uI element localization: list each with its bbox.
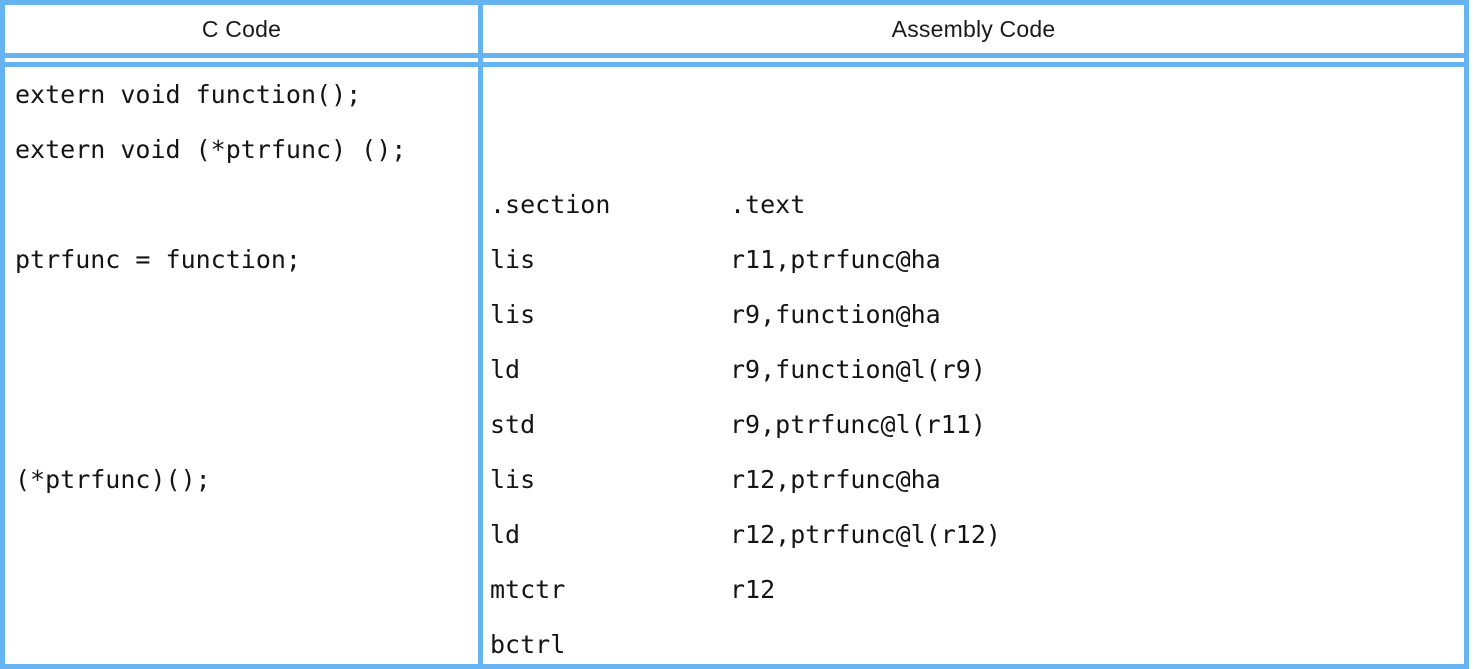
assembly-code-line: ld r12,ptrfunc@l(r12) [483, 507, 1464, 562]
assembly-operands: r12 [730, 575, 776, 604]
assembly-mnemonic: lis [490, 245, 536, 274]
assembly-code-line: lis r12,ptrfunc@ha [483, 452, 1464, 507]
table-body: extern void function(); extern void (*ptr… [0, 64, 1469, 669]
assembly-operands: r12,ptrfunc@ha [730, 465, 941, 494]
assembly-operands: r11,ptrfunc@ha [730, 245, 941, 274]
c-code-line: extern void (*ptrfunc) (); [15, 135, 407, 164]
assembly-code-line: lis r9,function@ha [483, 287, 1464, 342]
c-code-line: extern void function(); [15, 80, 362, 109]
c-code-listing: extern void function(); extern void (*ptr… [5, 67, 478, 664]
assembly-code-line: bctrl [483, 617, 1464, 664]
assembly-mnemonic: .section [490, 190, 611, 219]
cell-c-code: extern void function(); extern void (*ptr… [0, 64, 483, 669]
assembly-mnemonic: lis [490, 465, 536, 494]
assembly-code-line: mtctr r12 [483, 562, 1464, 617]
table-header: C Code Assembly Code [0, 0, 1469, 67]
assembly-operands: r9,ptrfunc@l(r11) [730, 410, 986, 439]
column-header-c-code: C Code [0, 0, 483, 58]
assembly-code-line: .section .text [483, 177, 1464, 232]
table-header-row: C Code Assembly Code [0, 0, 1469, 58]
header-double-rule-left [0, 55, 483, 67]
assembly-code-listing: .section .text lis r11,ptrfunc@ha lis r9,func… [483, 67, 1464, 664]
assembly-mnemonic: std [490, 410, 536, 439]
c-code-line: ptrfunc = function; [15, 245, 301, 274]
assembly-mnemonic: lis [490, 300, 536, 329]
assembly-code-line: lis r11,ptrfunc@ha [483, 232, 1464, 287]
assembly-code-line: ld r9,function@l(r9) [483, 342, 1464, 397]
column-header-c-code-label: C Code [201, 16, 282, 42]
table-row: extern void function(); extern void (*ptr… [0, 64, 1469, 669]
assembly-operands: .text [730, 190, 806, 219]
assembly-code-line: std r9,ptrfunc@l(r11) [483, 397, 1464, 452]
column-header-assembly-code: Assembly Code [478, 0, 1469, 58]
header-double-rule [0, 55, 1469, 67]
assembly-operands: r12,ptrfunc@l(r12) [730, 520, 1001, 549]
assembly-mnemonic: ld [490, 355, 521, 384]
assembly-operands: r9,function@l(r9) [730, 355, 986, 384]
column-header-assembly-code-label: Assembly Code [891, 16, 1056, 42]
c-code-line: (*ptrfunc)(); [15, 465, 211, 494]
assembly-mnemonic: mtctr [490, 575, 566, 604]
header-double-rule-right [478, 55, 1469, 67]
assembly-mnemonic: ld [490, 520, 521, 549]
assembly-mnemonic: bctrl [490, 630, 566, 659]
assembly-operands: r9,function@ha [730, 300, 941, 329]
cell-assembly-code: .section .text lis r11,ptrfunc@ha lis r9,func… [478, 64, 1469, 669]
